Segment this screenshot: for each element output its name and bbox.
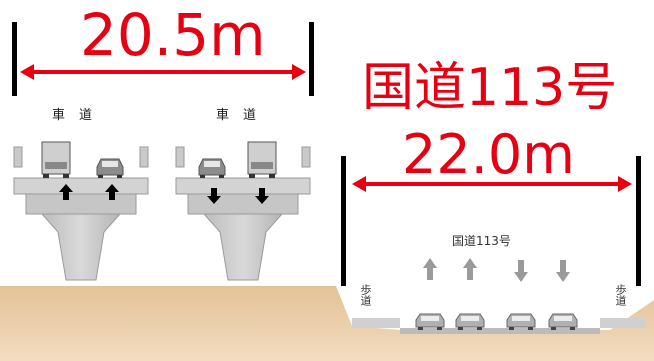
lane-label-left: 車道 [52,108,107,123]
dimension-tick-left [12,22,17,96]
expressway-width-label: 20.5m [80,1,266,69]
route113-road-label: 国道113号 [452,234,511,248]
lane-label-right: 車道 [216,108,271,123]
route113-tick-right [636,156,641,286]
sidewalk-label-left: 歩道 [359,284,372,306]
dimension-arrow-20-5m [20,64,306,80]
dimension-arrow-22-0m [352,176,632,192]
route113-tick-left [341,156,346,286]
route113-road [352,258,646,334]
ground [0,286,654,361]
route113-width-label: 22.0m [402,123,575,186]
expressway-deck-left [13,141,149,281]
route113-title: 国道113号 [362,58,618,118]
sidewalk-label-right: 歩道 [614,284,627,306]
expressway-deck-right [175,141,311,281]
dimension-tick-right [309,22,314,96]
